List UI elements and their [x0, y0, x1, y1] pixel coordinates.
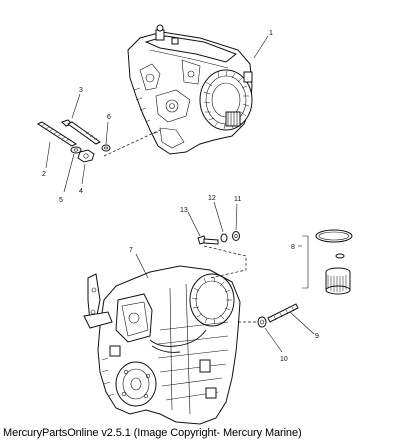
callout-13: 13	[180, 207, 201, 237]
callout-10: 10	[264, 327, 288, 363]
callout-label: 1	[269, 30, 273, 37]
upper-transmission-assembly	[103, 24, 253, 157]
callout-3: 3	[71, 87, 83, 119]
callout-label: 2	[42, 171, 46, 178]
callout-2: 2	[42, 141, 51, 178]
callout-7: 7	[129, 247, 149, 279]
callout-12: 12	[208, 195, 224, 233]
lower-fasteners	[197, 231, 299, 328]
image-caption: MercuryPartsOnline v2.5.1 (Image Copyrig…	[3, 427, 302, 439]
callout-label: 3	[79, 87, 83, 94]
callout-6: 6	[105, 114, 111, 145]
callout-5: 5	[59, 153, 75, 204]
callout-label: 13	[180, 207, 188, 214]
callout-label: 10	[280, 356, 288, 363]
callout-label: 11	[234, 196, 241, 203]
callout-label: 9	[315, 333, 319, 340]
callout-4: 4	[79, 163, 86, 195]
callout-8: 8	[291, 244, 302, 251]
callout-1: 1	[253, 30, 273, 59]
callout-label: 6	[107, 114, 111, 121]
callout-label: 7	[129, 247, 133, 254]
callout-label: 4	[79, 188, 83, 195]
callout-label: 5	[59, 197, 63, 204]
callout-label: 12	[208, 195, 216, 202]
callout-9: 9	[289, 311, 319, 340]
callout-label: 8	[291, 244, 295, 251]
lower-transmission-assembly	[83, 245, 262, 425]
callout-11: 11	[234, 196, 241, 231]
filter-kit	[302, 229, 353, 295]
upper-fasteners	[36, 119, 111, 163]
